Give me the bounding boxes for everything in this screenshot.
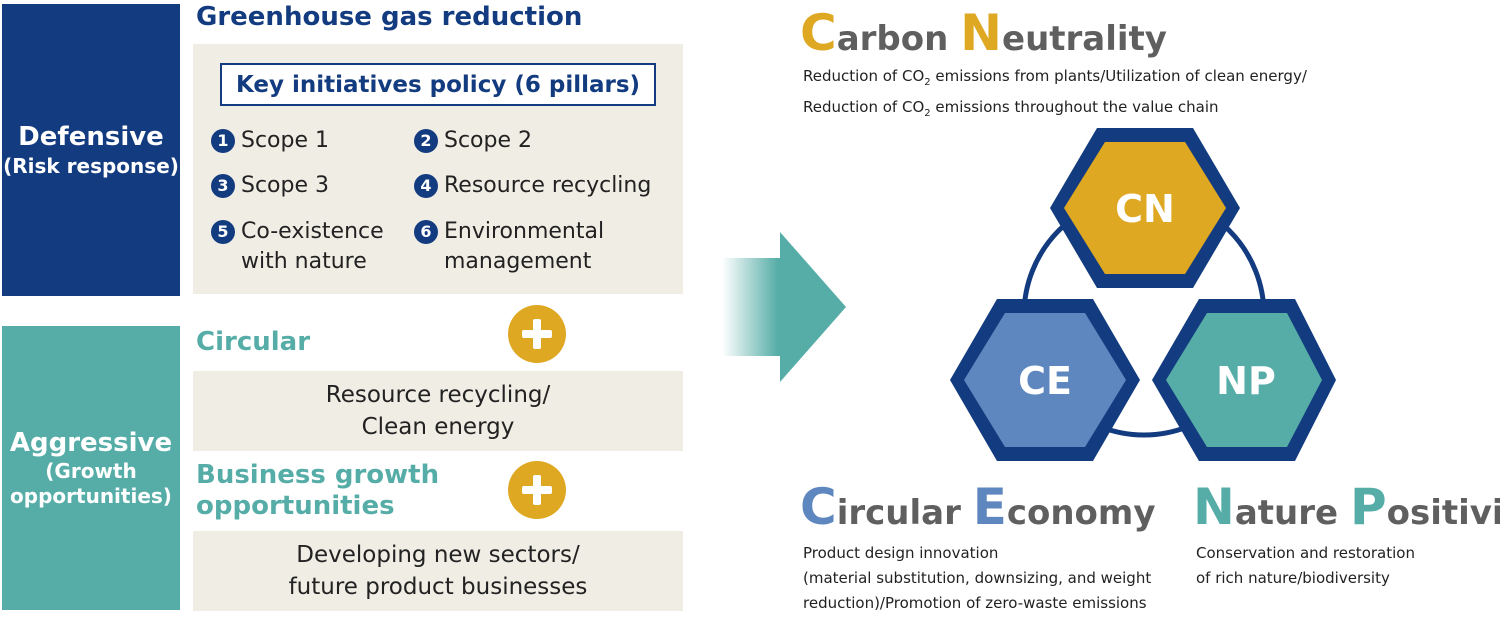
circular-line-2: Clean energy	[361, 414, 515, 440]
business-text: Developing new sectors/ future product b…	[193, 531, 683, 611]
cn-hex-label: CN	[1115, 187, 1175, 231]
pillar-5-line-2: with nature	[241, 249, 367, 274]
pillar-6-line-2: management	[444, 249, 592, 274]
np-description: Conservation and restoration of rich nat…	[1196, 541, 1415, 591]
pillar-4-text: Resource recycling	[444, 173, 652, 198]
pillar-number-6: 6	[414, 220, 438, 244]
arrow-right-icon	[722, 232, 846, 382]
plus-icon	[508, 461, 566, 519]
aggressive-title: Aggressive	[9, 427, 173, 458]
cn-desc-1a: Reduction of CO	[803, 67, 925, 85]
pillar-3: 3 Scope 3	[211, 171, 329, 201]
circular-title: Circular	[196, 327, 311, 357]
aggressive-subtitle-1: (Growth	[45, 459, 137, 484]
pillar-number-5: 5	[211, 220, 235, 244]
cn-rest-2: eutrality	[1002, 19, 1167, 59]
cn-desc-line-1: Reduction of CO2 emissions from plants/U…	[803, 64, 1307, 95]
cn-desc-line-2: Reduction of CO2 emissions throughout th…	[803, 95, 1307, 126]
ce-cap-2: E	[972, 478, 1007, 536]
np-cap-1: N	[1193, 478, 1235, 536]
pillar-5-line-1: Co-existence	[241, 219, 384, 244]
pillar-1: 1 Scope 1	[211, 126, 329, 156]
defensive-title: Defensive	[18, 122, 164, 153]
cn-desc-2-sub: 2	[924, 108, 931, 119]
ce-desc-line-1: Product design innovation	[803, 544, 999, 562]
cn-description: Reduction of CO2 emissions from plants/U…	[803, 64, 1307, 126]
pillar-6: 6 Environmental management	[414, 217, 604, 277]
cn-hexagon	[1064, 142, 1226, 274]
np-hexagon	[1166, 313, 1322, 447]
plus-icon	[508, 305, 566, 363]
pillar-6-line-1: Environmental	[444, 219, 605, 244]
pillar-2-text: Scope 2	[444, 128, 533, 153]
nature-positivity-heading: Nature Positivity	[1193, 482, 1500, 532]
ce-rest-1: ircular	[836, 493, 973, 533]
pillar-number-4: 4	[414, 174, 438, 198]
circular-text: Resource recycling/ Clean energy	[193, 371, 683, 451]
ce-desc-line-2: (material substitution, downsizing, and …	[803, 569, 1152, 587]
np-desc-line-1: Conservation and restoration	[1196, 544, 1415, 562]
ghg-title: Greenhouse gas reduction	[196, 2, 583, 32]
np-rest-2: ositivity	[1386, 493, 1500, 533]
cn-desc-1b: emissions from plants/Utilization of cle…	[930, 67, 1307, 85]
cn-desc-1-sub: 2	[924, 77, 931, 88]
pillar-5: 5 Co-existence with nature	[211, 217, 384, 277]
pillar-2: 2 Scope 2	[414, 126, 532, 156]
business-title: Business growth opportunities	[196, 460, 439, 522]
np-cap-2: P	[1349, 478, 1387, 536]
business-line-1: Developing new sectors/	[296, 542, 580, 568]
aggressive-label: Aggressive (Growth opportunities)	[2, 326, 180, 610]
cn-desc-2a: Reduction of CO	[803, 98, 925, 116]
business-title-1: Business growth	[196, 460, 440, 490]
ce-hexagon	[964, 313, 1126, 447]
cn-cap-2: N	[960, 4, 1003, 62]
pillar-number-1: 1	[211, 129, 235, 153]
pillar-number-2: 2	[414, 129, 438, 153]
circular-box	[193, 371, 683, 451]
hexagon-diagram: CN CE NP	[950, 128, 1336, 461]
business-line-2: future product businesses	[288, 574, 588, 600]
ce-description: Product design innovation (material subs…	[803, 541, 1151, 616]
pillar-4: 4 Resource recycling	[414, 171, 651, 201]
np-rest-1: ature	[1234, 493, 1350, 533]
cn-rest-1: arbon	[836, 19, 961, 59]
defensive-subtitle: (Risk response)	[3, 153, 179, 178]
defensive-label: Defensive (Risk response)	[2, 4, 180, 296]
business-title-2: opportunities	[196, 491, 395, 521]
circular-line-1: Resource recycling/	[325, 382, 551, 408]
carbon-neutrality-heading: Carbon Neutrality	[800, 8, 1167, 58]
ce-cap-1: C	[800, 478, 837, 536]
cn-desc-2b: emissions throughout the value chain	[930, 98, 1219, 116]
pillar-number-3: 3	[211, 174, 235, 198]
business-box	[193, 531, 683, 611]
ce-desc-line-3: reduction)/Promotion of zero-waste emiss…	[803, 594, 1147, 612]
pillar-1-text: Scope 1	[241, 128, 330, 153]
pillars-title: Key initiatives policy (6 pillars)	[220, 63, 656, 106]
np-hex-label: NP	[1216, 359, 1276, 403]
pillar-3-text: Scope 3	[241, 173, 330, 198]
ce-rest-2: conomy	[1006, 493, 1156, 533]
ce-hex-label: CE	[1018, 359, 1072, 403]
aggressive-subtitle-2: opportunities)	[10, 484, 172, 509]
circular-economy-heading: Circular Economy	[800, 482, 1156, 532]
cn-cap-1: C	[800, 4, 837, 62]
np-desc-line-2: of rich nature/biodiversity	[1196, 569, 1390, 587]
